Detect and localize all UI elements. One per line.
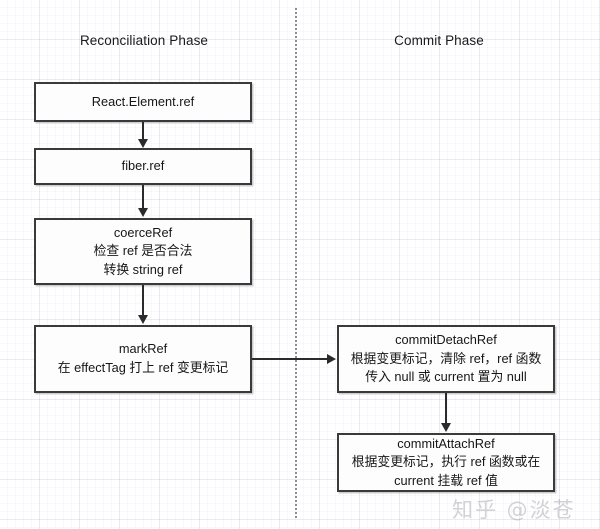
node-commit-attach-ref-line-2: 根据变更标记，执行 ref 函数或在: [351, 454, 541, 470]
node-coerce-ref-line-2: 检查 ref 是否合法: [93, 243, 193, 259]
node-react-element-ref[interactable]: React.Element.ref: [34, 82, 252, 122]
phase-title-reconciliation: Reconciliation Phase: [79, 33, 209, 48]
node-mark-ref-line-2: 在 effectTag 打上 ref 变更标记: [57, 360, 229, 375]
edge-fiber-ref-to-coerce-ref: [142, 185, 144, 209]
node-coerce-ref-line-3: 转换 string ref: [103, 261, 183, 277]
node-commit-detach-ref[interactable]: commitDetachRef 根据变更标记，清除 ref，ref 函数 传入 …: [337, 325, 555, 393]
node-fiber-ref-line-1: fiber.ref: [121, 158, 165, 174]
node-react-element-ref-line-1: React.Element.ref: [91, 93, 195, 109]
edge-mark-ref-to-commit-detach-ref: [252, 358, 328, 360]
phase-title-commit: Commit Phase: [394, 33, 484, 48]
node-mark-ref[interactable]: markRef 在 effectTag 打上 ref 变更标记: [34, 325, 252, 393]
node-commit-attach-ref-line-1: commitAttachRef: [397, 435, 495, 451]
node-coerce-ref[interactable]: coerceRef 检查 ref 是否合法 转换 string ref: [34, 218, 252, 285]
node-commit-detach-ref-line-3: 传入 null 或 current 置为 null: [365, 369, 527, 385]
node-commit-attach-ref-line-3: current 挂载 ref 值: [394, 472, 498, 488]
edge-commit-detach-ref-to-commit-attach-ref-arrowhead: [440, 423, 451, 432]
edge-react-element-ref-to-fiber-ref: [142, 122, 144, 141]
node-fiber-ref[interactable]: fiber.ref: [34, 148, 252, 185]
node-coerce-ref-line-1: coerceRef: [113, 224, 173, 240]
phase-divider: [295, 8, 297, 518]
edge-coerce-ref-to-mark-ref-arrowhead: [137, 315, 148, 324]
edge-commit-detach-ref-to-commit-attach-ref: [445, 393, 447, 424]
node-mark-ref-line-1: markRef: [118, 341, 168, 357]
edge-coerce-ref-to-mark-ref: [142, 285, 144, 316]
edge-fiber-ref-to-coerce-ref-arrowhead: [137, 208, 148, 217]
edge-react-element-ref-to-fiber-ref-arrowhead: [137, 139, 148, 148]
watermark: 知乎 @淡苍: [452, 498, 576, 522]
edge-mark-ref-to-commit-detach-ref-arrowhead: [327, 353, 336, 364]
node-commit-attach-ref[interactable]: commitAttachRef 根据变更标记，执行 ref 函数或在 curre…: [337, 433, 555, 492]
node-commit-detach-ref-line-2: 根据变更标记，清除 ref，ref 函数: [350, 350, 542, 366]
node-commit-detach-ref-line-1: commitDetachRef: [395, 332, 497, 348]
